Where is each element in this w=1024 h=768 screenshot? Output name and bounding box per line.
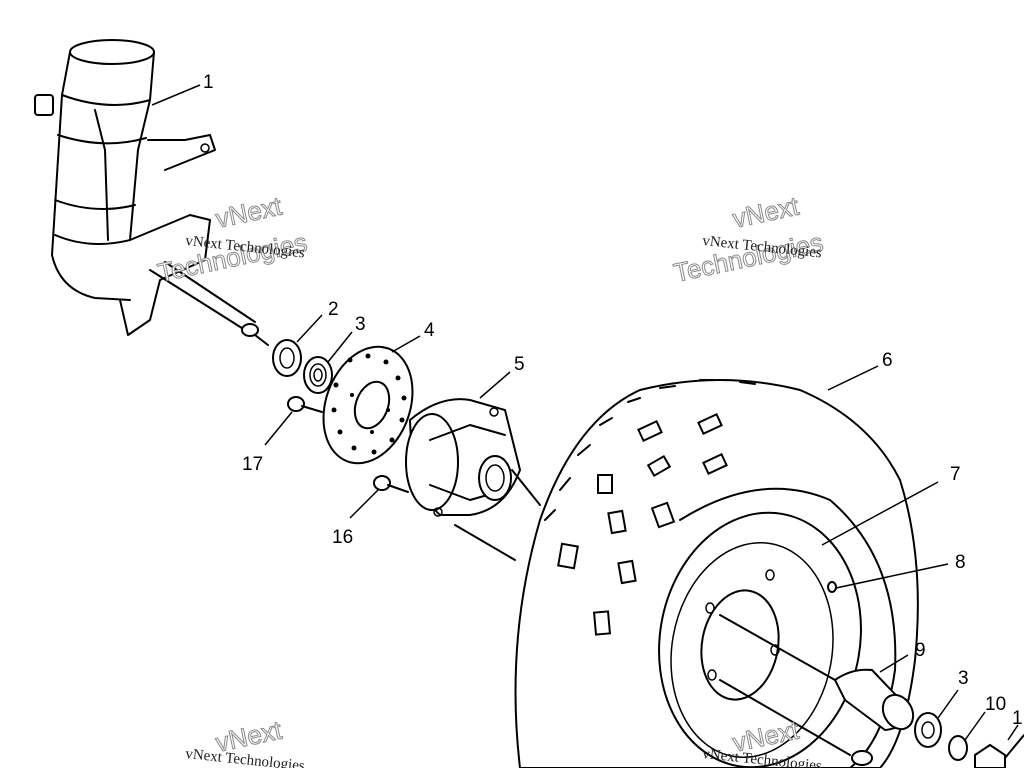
seal-part-2	[272, 339, 302, 377]
watermark-big-3: vNext	[730, 191, 802, 234]
callout-6: 6	[882, 350, 893, 371]
callout-17: 17	[242, 454, 263, 475]
spacer-part-9	[719, 614, 915, 756]
watermark-big-1: vNext	[213, 191, 285, 234]
callout-1: 1	[203, 72, 214, 93]
nut-part-11	[974, 734, 1024, 768]
hub-part-5	[405, 398, 541, 561]
callout-8: 8	[955, 552, 966, 573]
callout-10: 10	[985, 694, 1006, 715]
bolt-part-16	[373, 475, 409, 493]
bearing-part-3-outer	[914, 712, 942, 748]
callout-2: 2	[328, 299, 339, 320]
spindle-assembly	[34, 39, 269, 346]
washer-part-10	[948, 735, 968, 761]
callout-9: 9	[915, 640, 926, 661]
wheel-rim-part-7	[658, 511, 862, 768]
leader-lines	[151, 84, 1019, 741]
bolt-part-17	[287, 396, 323, 413]
callout-3: 3	[355, 314, 366, 335]
callout-3-outer: 3	[958, 668, 969, 689]
stud-nut	[851, 750, 873, 766]
valve-stem-part-8	[827, 581, 837, 593]
bearing-part-3	[303, 356, 333, 394]
callout-16: 16	[332, 527, 353, 548]
callout-7: 7	[950, 464, 961, 485]
callout-11: 1	[1012, 708, 1023, 729]
callout-numbers: 1 2 3 4 5 6 7 8 9 3 10 1 16 17	[203, 72, 1023, 729]
callout-4: 4	[424, 320, 435, 341]
callout-5: 5	[514, 354, 525, 375]
brake-disc-part-4	[322, 345, 414, 465]
